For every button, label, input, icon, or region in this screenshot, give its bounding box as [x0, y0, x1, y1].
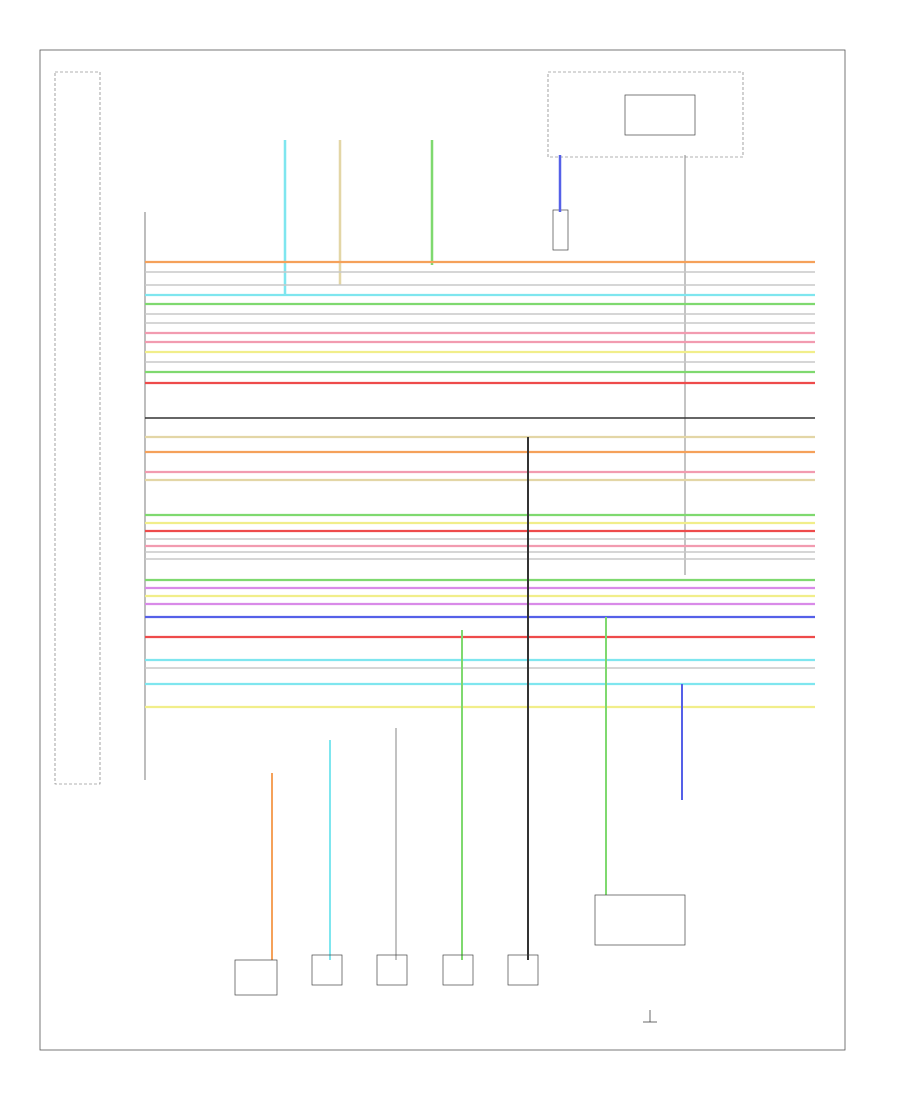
bottom-switches [234, 894, 686, 996]
diagram-frame [39, 49, 846, 1051]
switch-3 [376, 954, 408, 986]
wire-bundle [145, 260, 815, 709]
relay-switch [624, 94, 696, 136]
switch-4 [442, 954, 474, 986]
switch-6 [594, 894, 686, 946]
switch-5 [507, 954, 539, 986]
switch-1 [234, 959, 278, 996]
control-module-box [54, 71, 101, 785]
ground-icon [643, 1010, 657, 1023]
relay-box [547, 71, 744, 158]
junction-block [552, 209, 569, 251]
switch-2 [311, 954, 343, 986]
